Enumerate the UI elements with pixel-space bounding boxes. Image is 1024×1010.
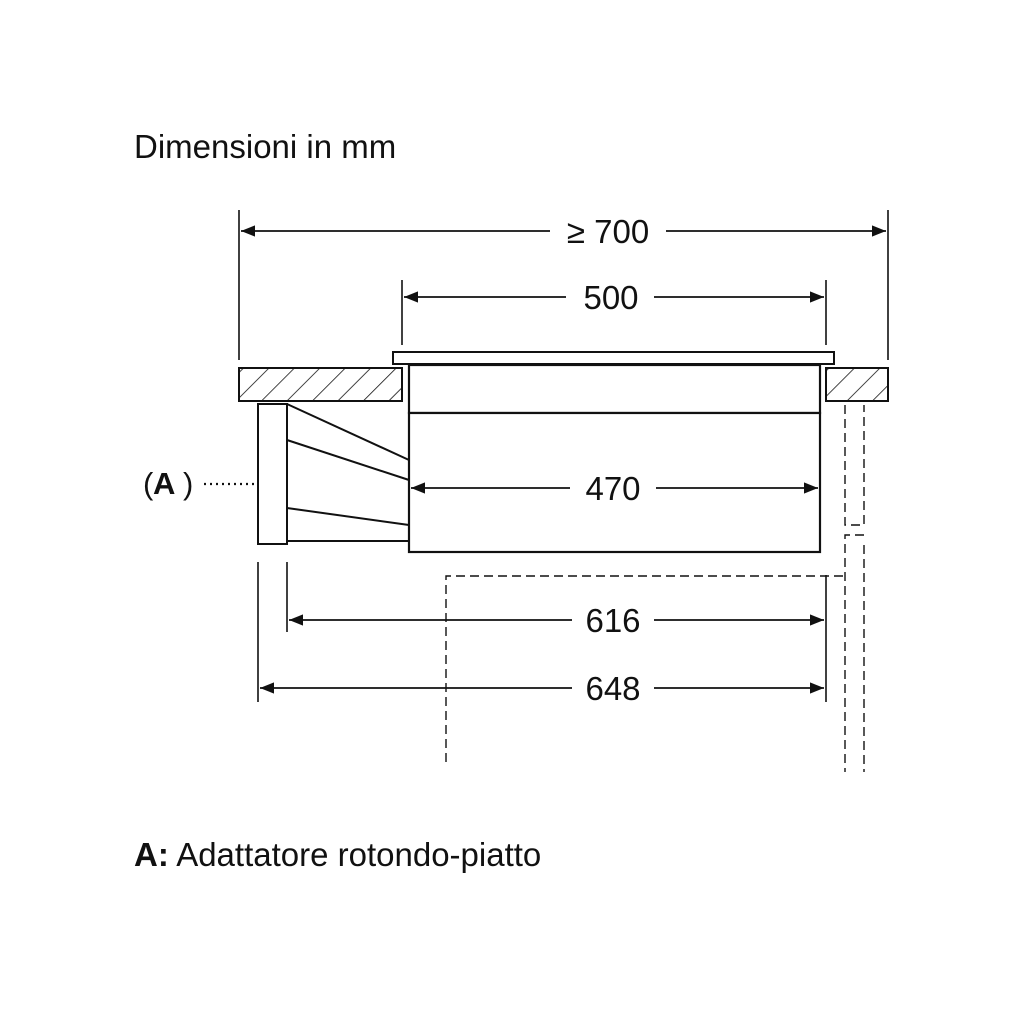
legend-key: A: bbox=[134, 836, 169, 873]
hob-lower-box bbox=[407, 411, 822, 554]
callout-open-paren: ( bbox=[143, 466, 154, 501]
dimension-depth-with-adapter: 616 bbox=[289, 602, 824, 639]
hob-upper-body bbox=[407, 363, 822, 415]
worktop-left bbox=[238, 367, 403, 402]
dimension-label-700: ≥ 700 bbox=[567, 213, 649, 250]
dimension-label-616: 616 bbox=[585, 602, 640, 639]
adapter bbox=[257, 403, 410, 545]
callout-a: ( A ) bbox=[143, 466, 256, 501]
adapter-flange bbox=[257, 403, 288, 545]
dimension-label-470: 470 bbox=[585, 470, 640, 507]
callout-label: A bbox=[153, 466, 175, 501]
dimension-body-width: 470 bbox=[411, 470, 818, 507]
hob-glass bbox=[392, 351, 835, 365]
drawing-title: Dimensioni in mm bbox=[134, 128, 397, 165]
worktop-right bbox=[825, 367, 889, 402]
dimension-label-648: 648 bbox=[585, 670, 640, 707]
legend: A: Adattatore rotondo-piatto bbox=[134, 836, 541, 874]
dimension-total-depth: 648 bbox=[260, 670, 824, 707]
dashed-outlines bbox=[445, 405, 865, 772]
callout-close-paren: ) bbox=[183, 466, 193, 501]
extension-lines bbox=[238, 210, 889, 702]
dimension-hob-width: 500 bbox=[404, 279, 824, 316]
dimension-label-500: 500 bbox=[583, 279, 638, 316]
worktop bbox=[238, 367, 889, 402]
legend-text: Adattatore rotondo-piatto bbox=[176, 836, 542, 873]
dimension-overall-width: ≥ 700 bbox=[241, 213, 886, 250]
